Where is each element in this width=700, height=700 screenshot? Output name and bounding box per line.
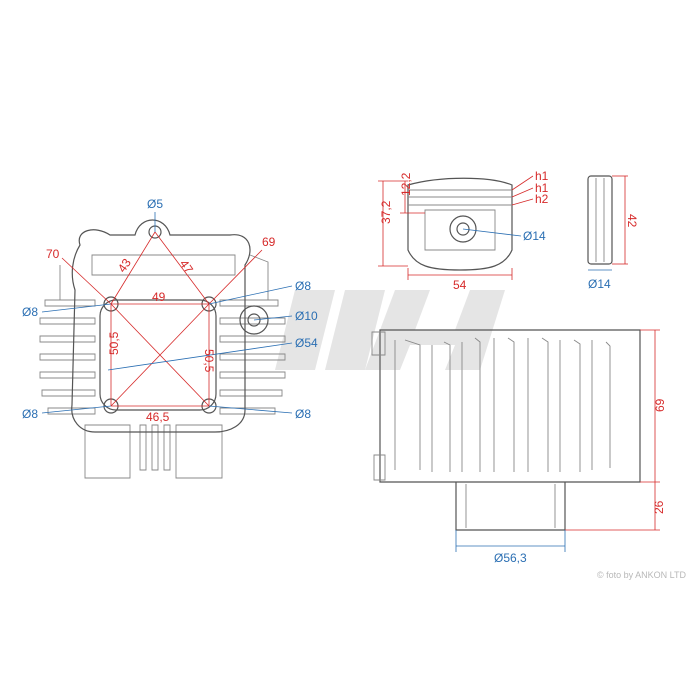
- label-pin-bore: Ø14: [523, 229, 546, 243]
- label-pitch-top: 49: [152, 290, 166, 304]
- head-red-dimensions: [61, 231, 263, 407]
- piston-sketch: [407, 177, 513, 271]
- label-ring-2: h1: [535, 181, 549, 195]
- label-bore-dia: Ø54: [295, 336, 318, 350]
- label-skirt-height: 26: [652, 500, 666, 514]
- label-stud-hole-bottom-left: Ø8: [22, 407, 38, 421]
- label-stud-dia-top: Ø5: [147, 197, 163, 211]
- label-pitch-right: 50,5: [202, 349, 216, 373]
- photo-credit: © foto by ANKON LTD: [597, 570, 686, 580]
- label-diag-right: 47: [177, 257, 196, 276]
- label-pitch-bottom: 46,5: [146, 410, 170, 424]
- piston-dimensions: [378, 175, 534, 280]
- cylinder-dimensions: [455, 329, 660, 552]
- label-angle-left: 70: [46, 247, 60, 261]
- cylinder-head-sketch: [39, 219, 286, 479]
- pin-dimensions: [588, 175, 628, 271]
- piston-pin-sketch: [587, 175, 613, 265]
- label-angle-right: 69: [262, 235, 276, 249]
- label-body-height: 69: [653, 398, 667, 412]
- label-stud-hole-bottom-right: Ø8: [295, 407, 311, 421]
- label-dowel-dia: Ø10: [295, 309, 318, 323]
- label-pitch-left: 50,5: [107, 331, 121, 355]
- label-diag-left: 43: [115, 256, 134, 275]
- label-ring-3: h2: [535, 192, 549, 206]
- label-piston-diameter: 54: [453, 278, 467, 292]
- label-stud-hole-top-right: Ø8: [295, 279, 311, 293]
- label-ring-1: h1: [535, 169, 549, 183]
- cylinder-side-sketch: [371, 329, 641, 531]
- label-stud-hole-top-left: Ø8: [22, 305, 38, 319]
- label-pin-height: 12,2: [399, 172, 413, 196]
- label-piston-height: 37,2: [379, 200, 393, 224]
- label-pin-diameter: Ø14: [588, 277, 611, 291]
- label-skirt-diameter: Ø56,3: [494, 551, 527, 565]
- label-pin-length: 42: [625, 214, 639, 228]
- head-blue-leaders: [41, 212, 293, 414]
